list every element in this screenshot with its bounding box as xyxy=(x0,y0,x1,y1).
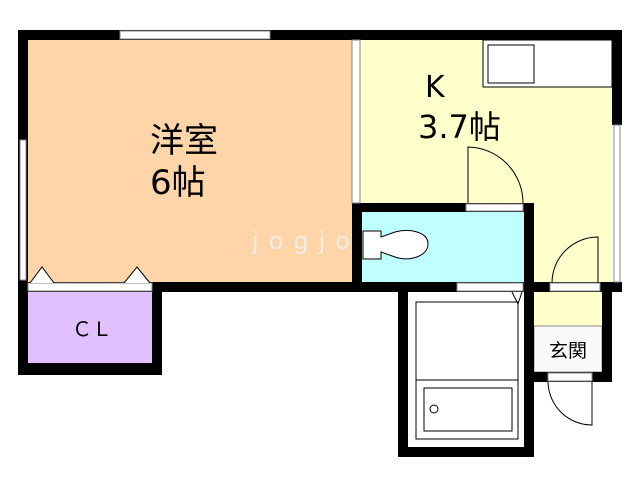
toilet-icon xyxy=(362,230,429,260)
entrance-step xyxy=(534,292,602,326)
entrance-door xyxy=(547,381,593,426)
bath-area xyxy=(415,301,519,440)
windows xyxy=(19,30,621,283)
drain-icon xyxy=(429,404,439,414)
western-room-size: 6帖 xyxy=(150,163,206,203)
closet-label: ＣＬ xyxy=(72,317,112,341)
entrance xyxy=(533,325,603,373)
western-room-name: 洋室 xyxy=(150,121,218,161)
closet xyxy=(28,292,152,363)
sink-icon xyxy=(487,44,535,84)
entrance-inner-door xyxy=(551,236,599,284)
bathtub-icon xyxy=(423,387,513,432)
kitchen-name: K xyxy=(425,70,446,105)
watermark: jogjo xyxy=(251,227,360,255)
western-room xyxy=(28,40,354,283)
entrance-label: 玄関 xyxy=(549,340,587,362)
toilet-door xyxy=(467,146,524,204)
kitchen-size: 3.7帖 xyxy=(418,108,501,146)
bathroom xyxy=(408,292,524,447)
door-openings xyxy=(27,203,601,382)
closet-door-marks xyxy=(29,266,151,284)
